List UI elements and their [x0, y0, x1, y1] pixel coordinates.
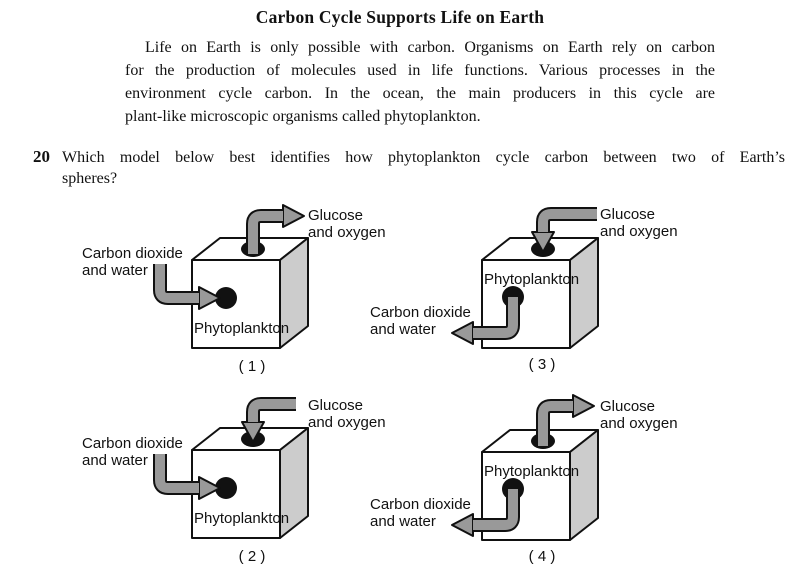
question-20: 20 Which model below best identifies how… — [33, 147, 785, 189]
carbon-label: Carbon dioxide — [82, 245, 183, 262]
glucose-label: Glucose — [600, 206, 655, 223]
carbon-label: Carbon dioxide — [82, 435, 183, 452]
passage-line: Life on Earth is only possible with carb… — [145, 39, 715, 56]
passage-title: Carbon Cycle Supports Life on Earth — [255, 7, 545, 27]
glucose-arrow-in-icon — [241, 397, 296, 443]
glucose-label: Glucose — [600, 398, 655, 415]
glucose-arrow-out-icon — [246, 204, 305, 254]
side-opening-dot — [215, 287, 237, 309]
diagram-caption: ( 2 ) — [239, 548, 266, 565]
passage: Life on Earth is only possible with carb… — [125, 36, 715, 128]
phytoplankton-label: Phytoplankton — [484, 463, 579, 480]
phytoplankton-label: Phytoplankton — [194, 510, 289, 527]
question-number: 20 — [33, 147, 50, 166]
passage-line: plant-like microscopic organisms called … — [125, 108, 481, 125]
glucose-label: and oxygen — [308, 414, 386, 431]
carbon-label: and water — [82, 262, 148, 279]
glucose-arrow-out-icon — [536, 394, 595, 446]
phytoplankton-label: Phytoplankton — [484, 271, 579, 288]
glucose-label: Glucose — [308, 397, 363, 414]
carbon-label: Carbon dioxide — [370, 304, 471, 321]
diagram-caption: ( 3 ) — [529, 356, 556, 373]
passage-line: for the production of molecules used in … — [125, 62, 715, 79]
diagram-caption: ( 1 ) — [239, 358, 266, 375]
carbon-label: and water — [370, 321, 436, 338]
carbon-arrow-in-icon — [153, 454, 221, 500]
carbon-label: Carbon dioxide — [370, 496, 471, 513]
carbon-arrow-out-icon — [451, 489, 520, 537]
question-line: Which model below best identifies how ph… — [62, 149, 785, 166]
question-line: spheres? — [62, 170, 118, 187]
glucose-label: and oxygen — [600, 415, 678, 432]
carbon-label: and water — [370, 513, 436, 530]
phytoplankton-label: Phytoplankton — [194, 320, 289, 337]
glucose-label: Glucose — [308, 207, 363, 224]
side-opening-dot — [215, 477, 237, 499]
diagram-caption: ( 4 ) — [529, 548, 556, 565]
glucose-arrow-in-icon — [531, 207, 597, 253]
carbon-label: and water — [82, 452, 148, 469]
carbon-arrow-out-icon — [451, 297, 520, 345]
passage-line: environment cycle carbon. In the ocean, … — [125, 85, 715, 102]
glucose-label: and oxygen — [600, 223, 678, 240]
glucose-label: and oxygen — [308, 224, 386, 241]
question-text: Which model below best identifies how ph… — [62, 147, 785, 189]
carbon-arrow-in-icon — [153, 264, 221, 310]
